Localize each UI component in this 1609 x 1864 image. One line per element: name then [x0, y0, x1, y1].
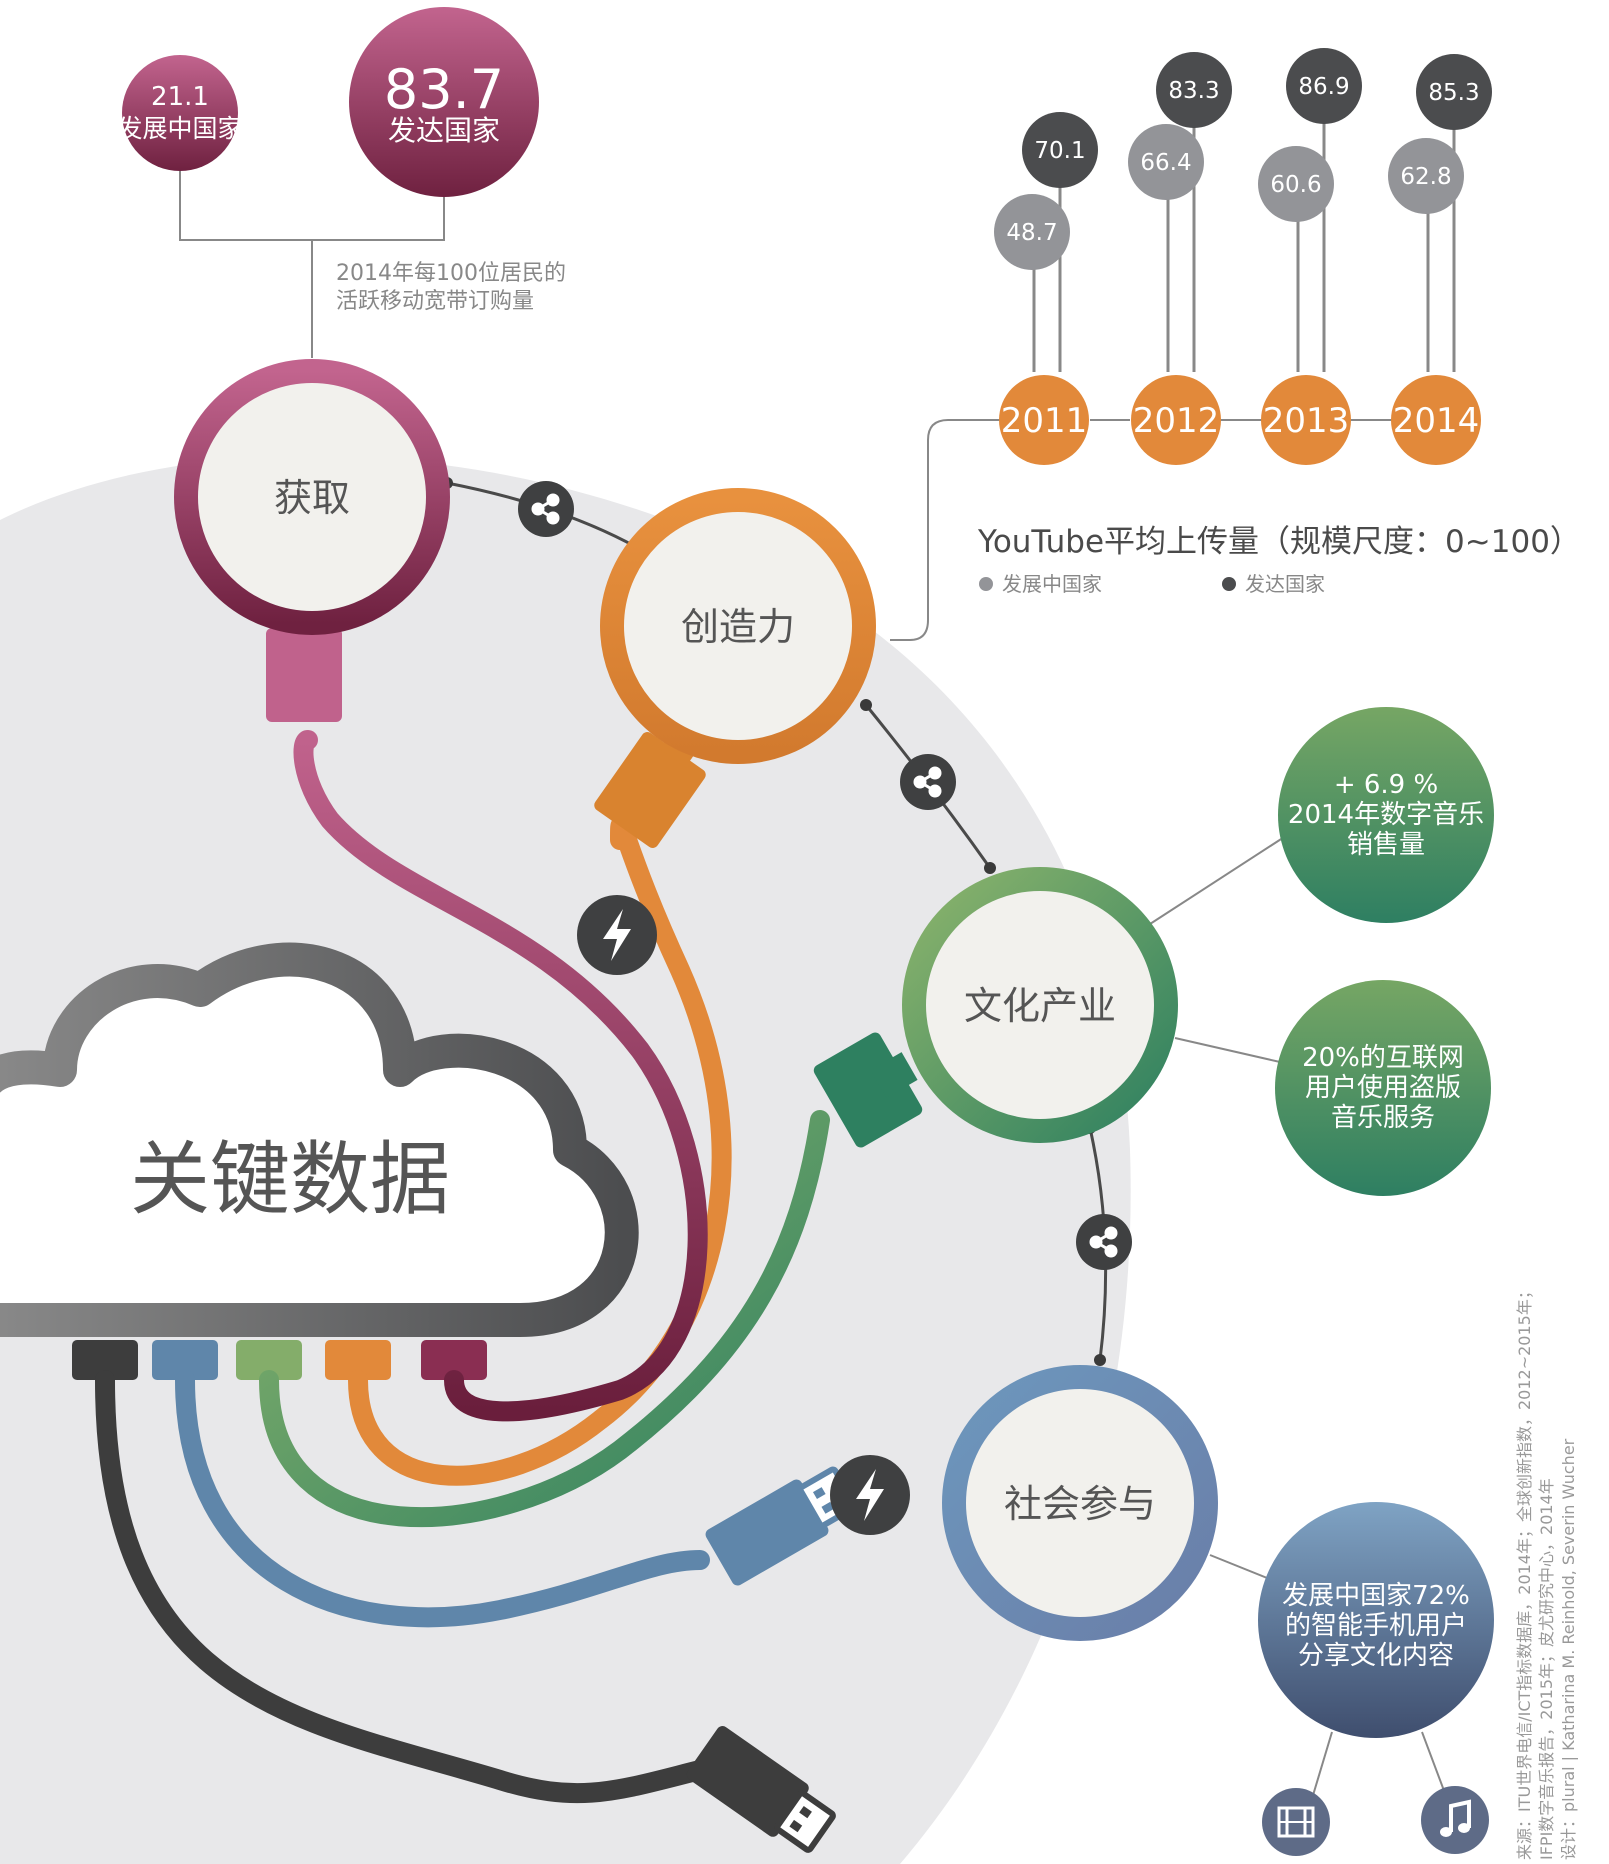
yt-2014-developing-value: 62.8 — [1400, 164, 1451, 190]
year-2013-label: 2013 — [1263, 401, 1350, 441]
year-2012-label: 2012 — [1133, 401, 1220, 441]
broadband-developing-label: 发展中国家 — [117, 114, 242, 143]
music-note-icon — [1421, 1786, 1489, 1854]
source-line1: 来源：ITU世界电信/ICT指标数据库，2014年；全球创新指数，2012~20… — [1515, 1283, 1534, 1860]
share-icon — [1076, 1214, 1132, 1270]
title: 关键数据 — [130, 1133, 450, 1226]
legend-developing-swatch — [979, 577, 993, 591]
legend-developing-label: 发展中国家 — [1002, 572, 1102, 596]
youtube-lollipops — [994, 48, 1492, 372]
hub-social-label: 社会参与 — [1004, 1482, 1156, 1526]
broadband-developing-circle — [122, 55, 238, 171]
stat-piracy-line2: 用户使用盗版 — [1305, 1073, 1461, 1103]
stat-music-sales-line1: + 6.9 % — [1334, 770, 1438, 800]
yt-2013-developed-value: 86.9 — [1298, 74, 1349, 100]
broadband-developed-label: 发达国家 — [388, 114, 500, 147]
stat-smartphone-line2: 的智能手机用户 — [1285, 1611, 1467, 1641]
hub-access: 获取 — [174, 359, 450, 722]
yt-2014-developing-dot — [1388, 138, 1464, 214]
lightning-icon — [577, 895, 657, 975]
broadband-developed-circle — [349, 7, 539, 197]
share-icon — [900, 754, 956, 810]
yt-2012-developed-value: 83.3 — [1168, 78, 1219, 104]
yt-2013-developed-dot — [1286, 48, 1362, 124]
yt-2014-developed-dot — [1416, 54, 1492, 130]
hub-access-label: 获取 — [274, 476, 350, 520]
year-2014-label: 2014 — [1393, 401, 1480, 441]
hub-creativity: 创造力 — [594, 488, 876, 848]
youtube-title: YouTube平均上传量（规模尺度：0~100） — [977, 524, 1581, 560]
yt-2012-developed-dot — [1156, 52, 1232, 128]
yt-2014-developed-value: 85.3 — [1428, 80, 1479, 106]
stat-smartphone-line1: 发展中国家72% — [1282, 1581, 1470, 1611]
stat-smartphone-line3: 分享文化内容 — [1298, 1641, 1454, 1671]
hub-culture-label: 文化产业 — [964, 984, 1116, 1028]
cables — [95, 730, 830, 1804]
stat-music-sales-line3: 销售量 — [1347, 830, 1425, 860]
source-text: 来源：ITU世界电信/ICT指标数据库，2014年；全球创新指数，2012~20… — [1515, 1283, 1578, 1860]
yt-2013-developing-dot — [1258, 146, 1334, 222]
stat-music-sales-line2: 2014年数字音乐 — [1288, 800, 1484, 830]
stat-piracy-line1: 20%的互联网 — [1302, 1043, 1464, 1073]
source-line3: 设计：plural | Katharina M. Reinhold, Sever… — [1559, 1438, 1578, 1860]
yt-2011-developing-dot — [994, 194, 1070, 270]
broadband-caption-line1: 2014年每100位居民的 — [336, 261, 566, 286]
broadband-developing-value: 21.1 — [151, 82, 209, 112]
lightning-icon — [830, 1455, 910, 1535]
legend-developed-swatch — [1222, 577, 1236, 591]
cloud — [0, 942, 639, 1337]
stat-piracy-line3: 音乐服务 — [1331, 1103, 1435, 1133]
legend-developed-label: 发达国家 — [1245, 572, 1325, 596]
youtube-values: 70.1 48.7 83.3 66.4 86.9 60.6 85.3 62.8 — [1006, 74, 1479, 246]
stat-piracy: 20%的互联网 用户使用盗版 音乐服务 — [1275, 980, 1491, 1196]
year-labels: 2011 2012 2013 2014 — [1001, 401, 1480, 441]
usb-plug-dark — [686, 1725, 836, 1853]
share-icon — [518, 481, 574, 537]
stat-smartphone: 发展中国家72% 的智能手机用户 分享文化内容 — [1258, 1502, 1494, 1738]
hub-social: 社会参与 — [942, 1365, 1218, 1641]
yt-2012-developing-value: 66.4 — [1140, 150, 1191, 176]
stat-music-sales: + 6.9 % 2014年数字音乐 销售量 — [1278, 707, 1494, 923]
yt-2011-developed-dot — [1022, 112, 1098, 188]
year-2011-label: 2011 — [1001, 401, 1088, 441]
yt-2013-developing-value: 60.6 — [1270, 172, 1321, 198]
yt-2012-developing-dot — [1128, 124, 1204, 200]
yt-2011-developing-value: 48.7 — [1006, 220, 1057, 246]
cloud-ports — [72, 1340, 487, 1380]
hub-creativity-label: 创造力 — [681, 605, 795, 649]
broadband-caption-line2: 活跃移动宽带订购量 — [336, 289, 534, 314]
broadband-developed-value: 83.7 — [384, 58, 504, 121]
year-circles — [999, 375, 1481, 465]
film-icon — [1262, 1788, 1330, 1856]
hub-culture: 文化产业 — [813, 867, 1178, 1148]
yt-2011-developed-value: 70.1 — [1034, 138, 1085, 164]
source-line2: IFPI数字音乐报告，2015年；皮尤研究中心，2014年 — [1537, 1478, 1556, 1860]
